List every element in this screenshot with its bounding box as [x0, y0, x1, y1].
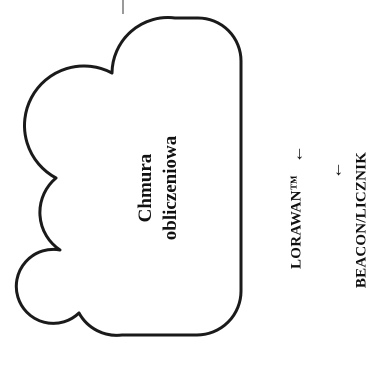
cloud-label-line2: obliczeniowa — [160, 135, 181, 241]
cloud-label: Chmura obliczeniowa — [133, 136, 183, 241]
arrow-up-icon: ← — [286, 145, 307, 163]
lorawan-label: LORAWAN™ — [288, 174, 305, 270]
cloud-shape — [14, 16, 243, 337]
cloud-label-line1: Chmura — [135, 153, 156, 223]
arrow-up-icon-2: ← — [325, 161, 346, 179]
beacon-meter-label: BEACON/LICZNIK — [353, 151, 370, 289]
